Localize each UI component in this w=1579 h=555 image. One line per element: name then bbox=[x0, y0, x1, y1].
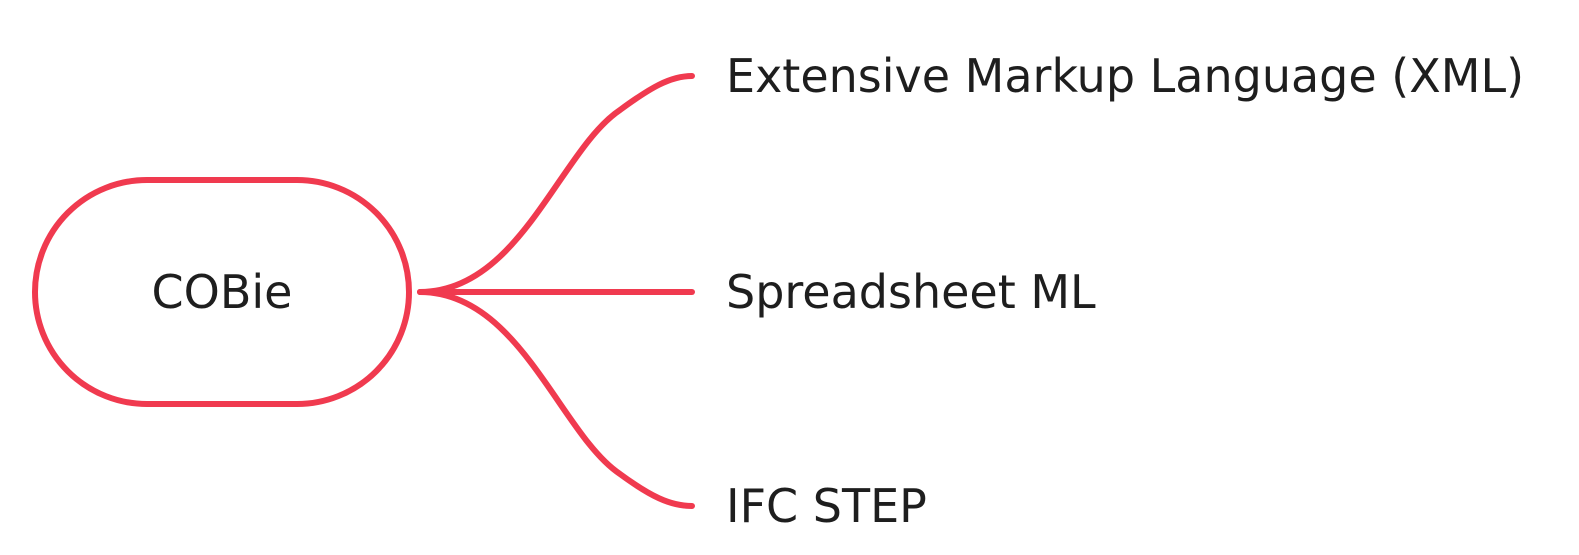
edge-xml bbox=[417, 73, 695, 295]
root-node-label: COBie bbox=[151, 265, 293, 319]
edge-ifc-step bbox=[417, 289, 695, 509]
child-node-ifc-step[interactable]: IFC STEP bbox=[726, 479, 927, 533]
child-node-xml[interactable]: Extensive Markup Language (XML) bbox=[726, 49, 1525, 103]
child-node-spreadsheet-ml[interactable]: Spreadsheet ML bbox=[726, 265, 1096, 319]
root-node-cobie[interactable]: COBie bbox=[32, 177, 412, 407]
